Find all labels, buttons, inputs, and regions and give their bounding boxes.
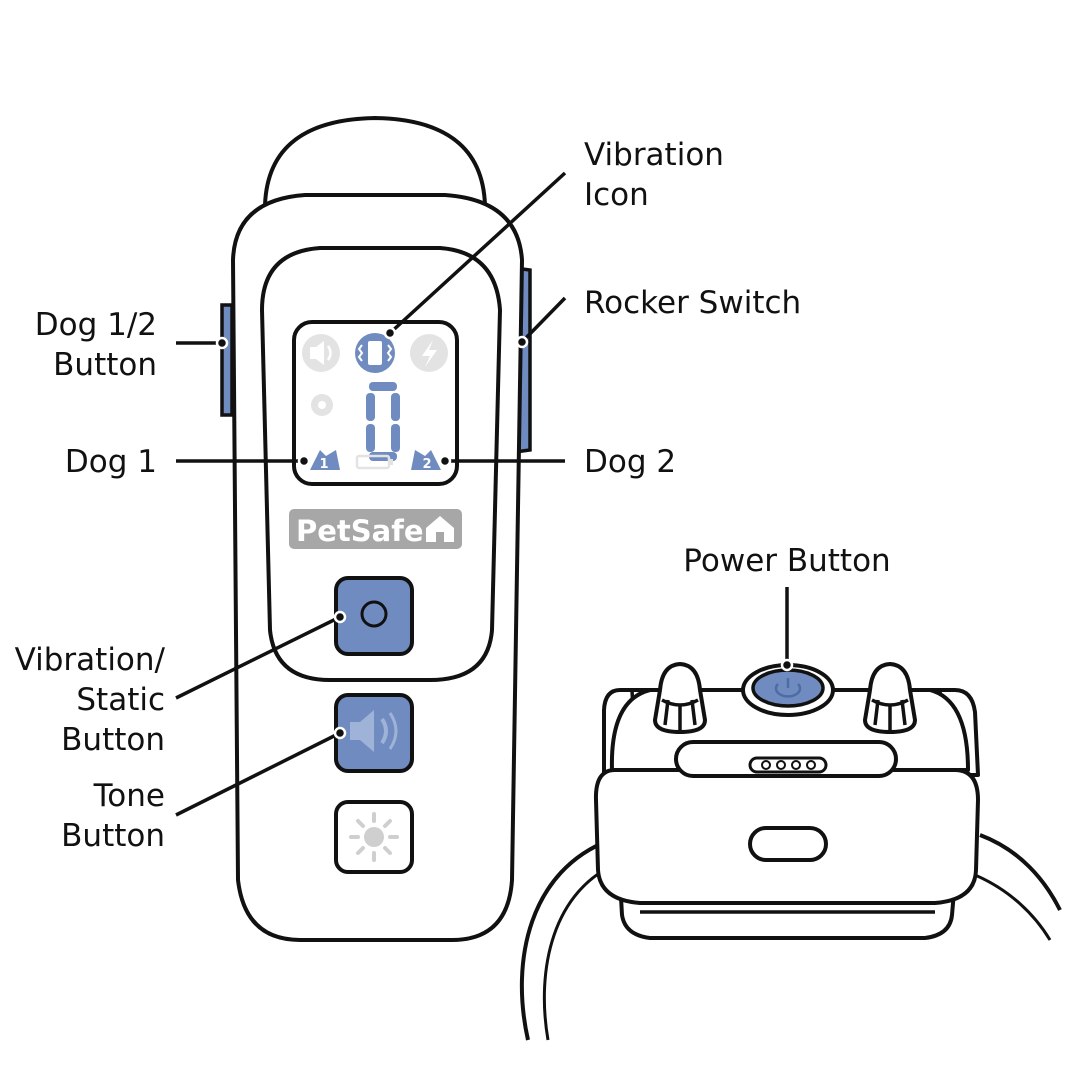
battery-icon [355,454,393,470]
light-button[interactable] [334,800,414,874]
lcd-screen: 1 2 [292,320,459,486]
speaker-icon [350,710,398,752]
power-button[interactable] [741,663,835,717]
sun-icon [349,812,399,862]
callout-dog-2: Dog 2 [584,444,676,480]
house-logo-icon [426,516,454,542]
leader-lines [175,171,794,817]
dog-2-badge: 2 [422,457,431,472]
brand-logo-text: PetSafe [296,514,424,548]
svg-text:Static: Static [76,682,165,718]
svg-text:Button: Button [61,722,165,758]
tone-icon [302,334,340,372]
dog-1-badge: 1 [319,457,328,472]
dog-half-button-shape[interactable] [220,303,234,417]
svg-text:Tone: Tone [93,778,165,814]
circle-icon [360,600,388,628]
callout-dog-half-button: Dog 1/2 Button [35,307,157,383]
contact-post-left [653,662,707,734]
callout-dog-1: Dog 1 [65,444,157,480]
static-bolt-icon [410,334,448,372]
brand-logo: PetSafe [289,509,462,549]
callout-power-button: Power Button [683,543,890,579]
contact-post-right [863,662,917,734]
tone-button[interactable] [334,693,414,773]
svg-text:Button: Button [53,347,157,383]
vibration-icon [355,333,395,373]
svg-text:Vibration/: Vibration/ [15,642,166,678]
vibration-static-button[interactable] [334,576,414,656]
light-icon [311,394,333,416]
svg-text:Icon: Icon [584,177,649,213]
callout-vibration-icon: Vibration Icon [584,137,724,213]
callout-tone-button: Tone Button [61,778,165,854]
dog-2-icon: 2 [411,450,441,472]
svg-text:Vibration: Vibration [584,137,724,173]
callout-rocker-switch: Rocker Switch [584,285,801,321]
dog-1-icon: 1 [310,450,340,472]
svg-text:Button: Button [61,818,165,854]
svg-text:Dog 1/2: Dog 1/2 [35,307,157,343]
callout-vibration-static-button: Vibration/ Static Button [15,642,166,758]
power-icon [774,678,802,698]
collar-receiver [593,688,980,940]
